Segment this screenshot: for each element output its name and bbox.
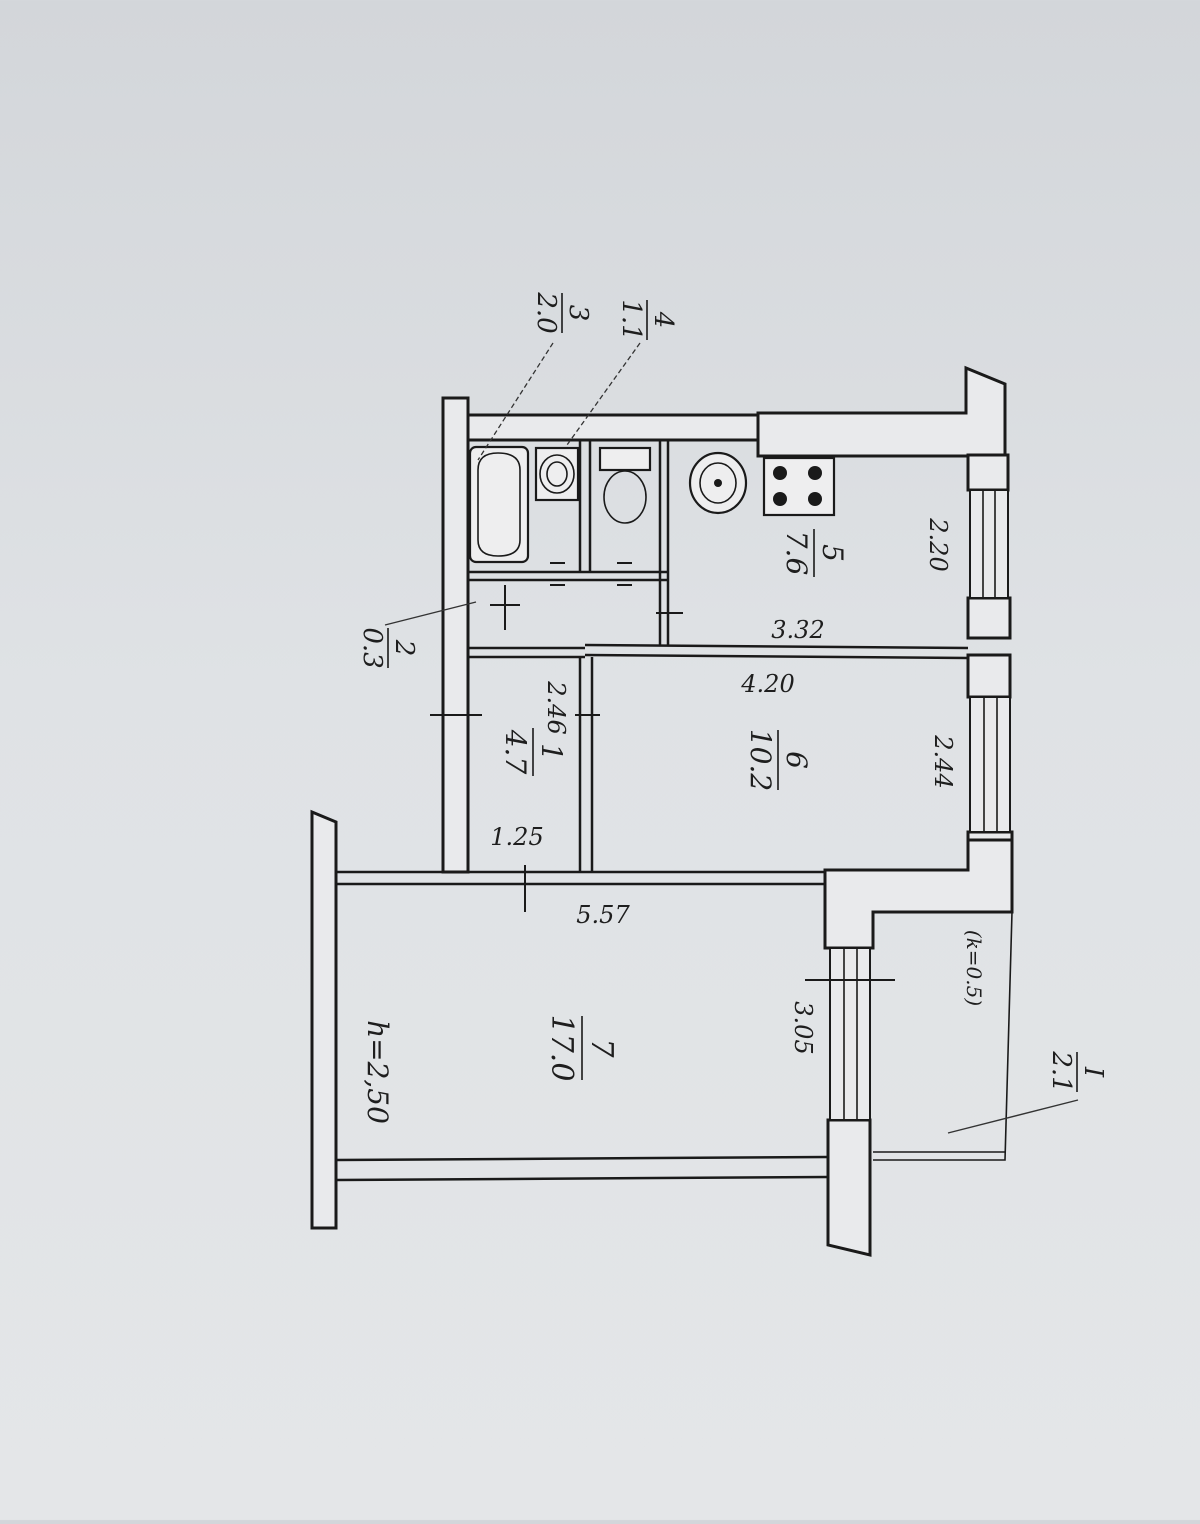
toilet: [598, 446, 652, 524]
svg-text:7.6: 7.6: [780, 531, 813, 576]
washbasin-bath: [534, 446, 580, 502]
svg-text:4: 4: [648, 311, 678, 329]
room-5-label: 5 7.6: [780, 529, 849, 577]
dimension-labels: 2.20 3.32 4.20 2.44 2.46 1.25 5.57 3.05 …: [361, 517, 986, 1124]
svg-text:5: 5: [816, 544, 849, 562]
kitchen-sink: [688, 451, 748, 515]
ceiling-height: h=2,50: [361, 1020, 394, 1124]
room-7-label: 7 17.0: [544, 1015, 619, 1082]
interior-partitions: [335, 440, 969, 1182]
room-4-label: 4 1.1: [616, 299, 678, 340]
dim-kitchen-length: 3.32: [771, 616, 824, 644]
dim-hall-length: 2.46: [542, 680, 570, 734]
door-markers: [430, 562, 895, 981]
room-6-label: 6 10.2: [744, 729, 813, 791]
top-wall: [466, 413, 762, 442]
dim-room6-length: 4.20: [740, 670, 794, 698]
svg-text:1.1: 1.1: [616, 299, 646, 340]
right-wall-pier-2: [966, 653, 1012, 699]
room-3-label: 3 2.0: [531, 291, 593, 333]
svg-text:6: 6: [780, 751, 813, 769]
right-wall-segment: [966, 453, 1010, 492]
left-wall: [441, 396, 470, 874]
svg-text:1: 1: [535, 743, 568, 761]
room7-window: [829, 947, 871, 1121]
svg-text:10.2: 10.2: [744, 729, 777, 791]
room-labels: 4 1.1 3 2.0 2 0.3 5 7.6 6 10.2 1 4.7: [357, 291, 1108, 1092]
svg-text:0.3: 0.3: [357, 627, 387, 668]
svg-text:17.0: 17.0: [544, 1015, 579, 1082]
svg-text:2.1: 2.1: [1046, 1050, 1076, 1092]
dim-hall-width: 1.25: [490, 823, 543, 851]
kitchen-window: [969, 489, 1009, 599]
outer-walls: [310, 365, 1014, 1257]
svg-text:2.0: 2.0: [531, 291, 561, 333]
stove: [762, 456, 836, 517]
bathtub: [468, 445, 530, 564]
svg-text:7: 7: [584, 1038, 619, 1058]
balcony: [873, 911, 1013, 1161]
room7-left-wall: [310, 809, 338, 1230]
dim-room6-width: 2.44: [929, 734, 957, 788]
balcony-coefficient: (k=0.5): [962, 930, 986, 1006]
right-wall-pier-1: [966, 596, 1012, 640]
right-wall-lower: [826, 1118, 872, 1257]
room-2-label: 2 0.3: [357, 627, 419, 668]
dim-kitchen-width: 2.20: [924, 517, 952, 571]
svg-text:2: 2: [389, 639, 419, 657]
windows: [829, 489, 1011, 1121]
svg-text:3: 3: [563, 305, 593, 322]
dim-room7-length: 5.57: [576, 901, 630, 929]
dim-room7-width: 3.05: [789, 1001, 817, 1054]
room6-window: [969, 696, 1011, 833]
room-1-label: 1 4.7: [499, 728, 568, 776]
svg-text:4.7: 4.7: [499, 729, 532, 775]
kitchen-wall-stub: [756, 365, 1007, 458]
svg-text:I: I: [1078, 1066, 1108, 1078]
balcony-label: I 2.1: [1046, 1050, 1108, 1092]
leaders: [384, 342, 1079, 1134]
